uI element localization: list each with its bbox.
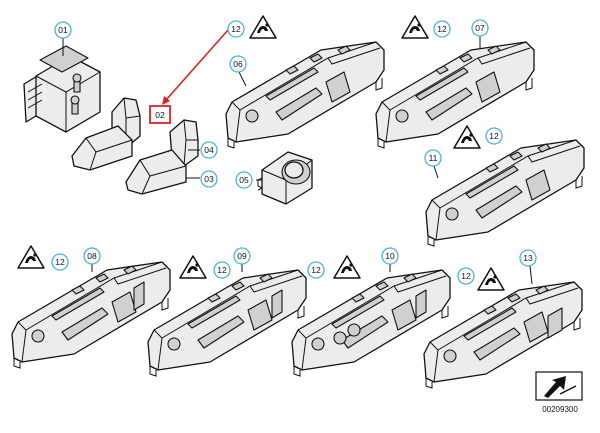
callout-12: 12 xyxy=(227,20,245,38)
callout-12-label: 12 xyxy=(311,265,321,275)
callout-12-label: 12 xyxy=(217,265,227,275)
airbag-warning-icon xyxy=(333,255,361,279)
part-13-switch-panel xyxy=(423,281,583,389)
part-01-switch-connector xyxy=(23,45,101,133)
drawing-number: 00209300 xyxy=(542,405,578,414)
part-07-switch-panel xyxy=(375,41,535,149)
callout-12-label: 12 xyxy=(461,271,471,281)
part-06-switch-panel xyxy=(225,41,385,149)
callout-07-label: 07 xyxy=(475,23,485,33)
callout-03-label: 03 xyxy=(204,174,214,184)
callout-12: 12 xyxy=(307,261,325,279)
callout-12: 12 xyxy=(433,20,451,38)
callout-05-label: 05 xyxy=(239,175,249,185)
part-02-knob-cap xyxy=(71,97,141,171)
callout-06-label: 06 xyxy=(233,59,243,69)
airbag-warning-icon xyxy=(401,15,429,39)
airbag-warning-icon xyxy=(477,267,505,291)
direction-arrow-icon xyxy=(535,371,583,401)
airbag-warning-icon xyxy=(453,125,481,149)
callout-12-label: 12 xyxy=(489,131,499,141)
callout-12-label: 12 xyxy=(437,24,447,34)
callout-02: 02 xyxy=(155,110,165,120)
callout-01: 01 xyxy=(54,21,72,39)
callout-04-label: 04 xyxy=(204,145,214,155)
callout-12: 12 xyxy=(213,261,231,279)
callout-08: 08 xyxy=(83,247,101,265)
callout-12-label: 12 xyxy=(231,24,241,34)
part-04-knob-cap xyxy=(169,119,199,167)
callout-13-label: 13 xyxy=(523,253,533,263)
callout-13: 13 xyxy=(519,249,537,267)
callout-04: 04 xyxy=(200,141,218,159)
callout-11-label: 11 xyxy=(429,153,438,163)
airbag-warning-icon xyxy=(179,255,207,279)
part-11-switch-panel xyxy=(425,139,585,247)
callout-06: 06 xyxy=(229,55,247,73)
part-10-switch-panel xyxy=(291,269,451,377)
callout-05: 05 xyxy=(235,171,253,189)
callout-12: 12 xyxy=(51,253,69,271)
part-09-switch-panel xyxy=(147,269,307,377)
callout-12: 12 xyxy=(457,267,475,285)
part-08-switch-panel xyxy=(11,261,171,369)
callout-02-label: 02 xyxy=(155,110,165,120)
airbag-warning-icon xyxy=(249,15,277,39)
callout-12: 12 xyxy=(485,127,503,145)
callout-10-label: 10 xyxy=(385,251,395,261)
airbag-warning-icon xyxy=(17,245,45,269)
callout-03: 03 xyxy=(200,170,218,188)
callout-07: 07 xyxy=(471,19,489,37)
callout-09: 09 xyxy=(233,247,251,265)
callout-09-label: 09 xyxy=(237,251,247,261)
part-03-knob-cap xyxy=(125,149,187,195)
callout-10: 10 xyxy=(381,247,399,265)
callout-08-label: 08 xyxy=(87,251,97,261)
callout-12-label: 12 xyxy=(55,257,65,267)
highlight-arrow xyxy=(149,29,229,124)
callout-11: 11 xyxy=(424,149,442,167)
part-05-rotary-knob xyxy=(257,151,313,205)
callout-01-label: 01 xyxy=(58,25,68,35)
